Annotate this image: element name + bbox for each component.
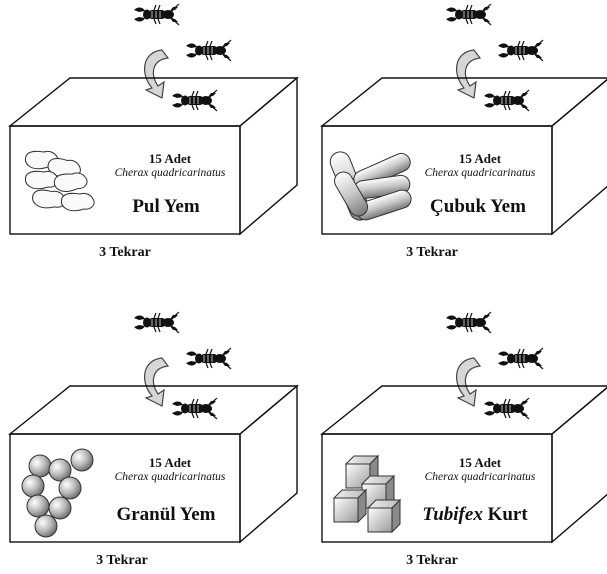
crayfish-icon <box>445 311 492 334</box>
feed-prefix: Tubifex <box>422 504 483 525</box>
feed-label: Granül Yem <box>116 504 215 525</box>
replicates-label: 3 Tekrar <box>96 553 148 568</box>
crayfish-icon <box>133 3 180 26</box>
labels: 15 Adet Cherax quadricarinatus Pul Yem 3… <box>96 151 536 568</box>
panel-tubifex <box>320 311 607 544</box>
count-label: 15 Adet <box>149 151 192 166</box>
feed-name: Çubuk Yem <box>430 196 526 217</box>
crayfish-icon <box>483 89 530 112</box>
crayfish-icon <box>185 39 232 62</box>
crayfish-icon <box>445 3 492 26</box>
feed-label: Tubifex Kurt <box>422 504 528 525</box>
count-label: 15 Adet <box>459 151 502 166</box>
tank-box <box>8 76 299 236</box>
count-label: 15 Adet <box>149 455 192 470</box>
flakes-icon <box>24 150 95 212</box>
species-label: Cherax quadricarinatus <box>425 471 536 483</box>
replicates-label: 3 Tekrar <box>406 245 458 260</box>
curved-arrow-icon <box>455 49 481 99</box>
panel-pul <box>8 3 299 236</box>
replicates-label: 3 Tekrar <box>99 245 151 260</box>
species-label: Cherax quadricarinatus <box>115 167 226 179</box>
panel-granul <box>8 311 299 544</box>
panel-cubuk <box>320 3 607 236</box>
species-label: Cherax quadricarinatus <box>425 167 536 179</box>
species-label: Cherax quadricarinatus <box>115 471 226 483</box>
crayfish-icon <box>497 347 544 370</box>
cubes-icon <box>332 454 402 534</box>
crayfish-icon <box>483 397 530 420</box>
curved-arrow-icon <box>455 357 481 407</box>
granules-icon <box>21 448 94 538</box>
count-label: 15 Adet <box>459 455 502 470</box>
curved-arrow-icon <box>143 49 169 99</box>
feed-label: Çubuk Yem <box>430 196 526 217</box>
crayfish-icon <box>171 89 218 112</box>
crayfish-icon <box>133 311 180 334</box>
feed-name: Pul Yem <box>132 196 200 217</box>
replicates-label: 3 Tekrar <box>406 553 458 568</box>
tank-box <box>320 385 607 544</box>
feed-name: Granül Yem <box>116 504 215 525</box>
curved-arrow-icon <box>143 357 169 407</box>
feed-label: Pul Yem <box>132 196 200 217</box>
tank-box <box>8 384 299 544</box>
crayfish-icon <box>497 39 544 62</box>
sticks-icon <box>329 151 412 221</box>
crayfish-icon <box>171 397 218 420</box>
crayfish-icon <box>185 347 232 370</box>
feed-name: Kurt <box>483 504 529 525</box>
tank-box <box>320 77 607 236</box>
